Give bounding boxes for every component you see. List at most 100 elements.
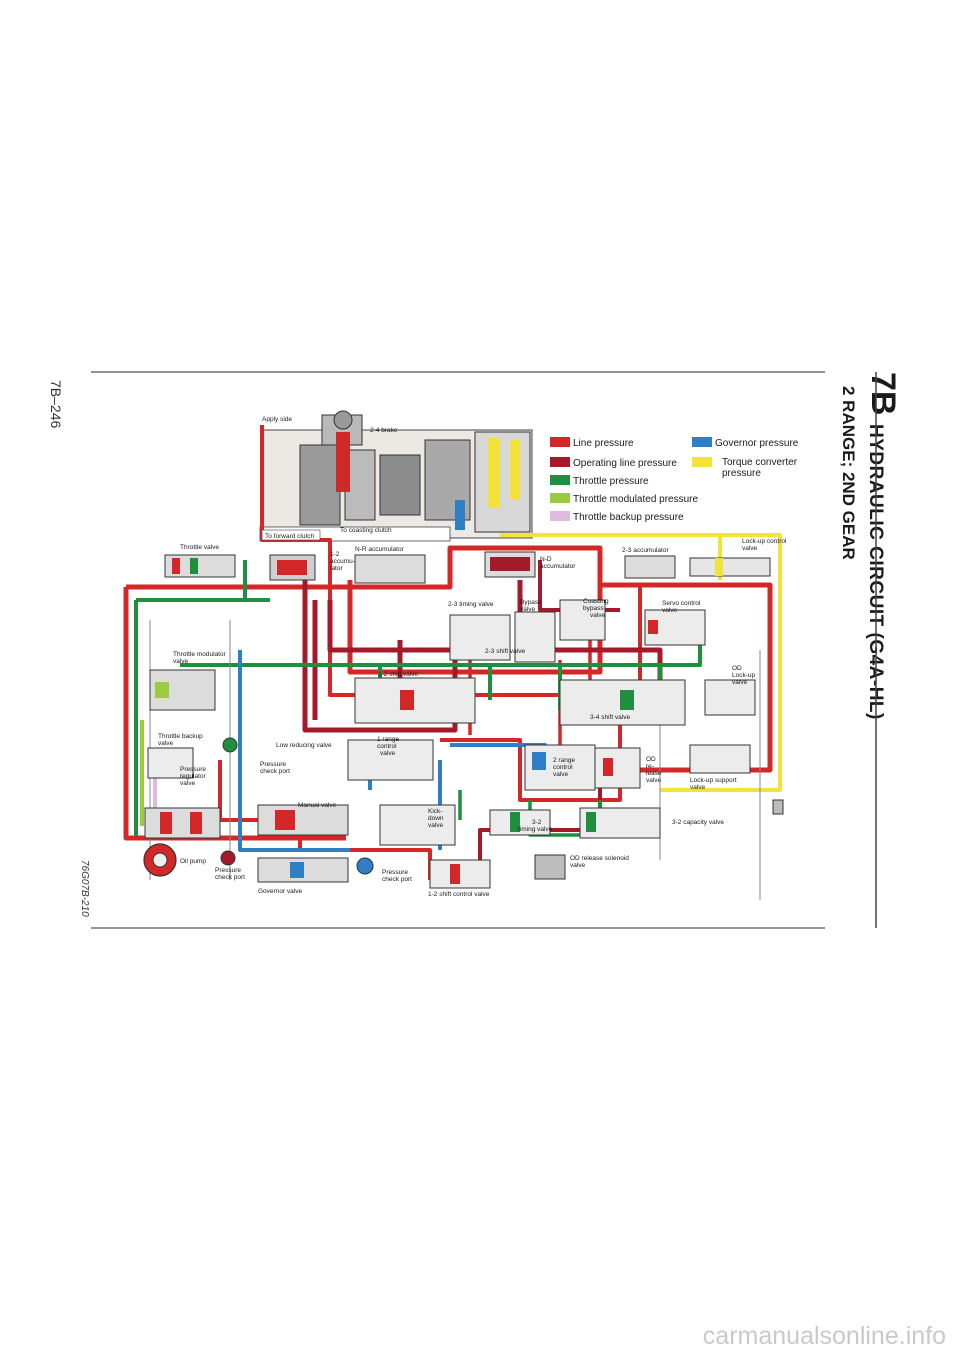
- label-low-reducing: Low reducing valve: [276, 742, 332, 749]
- bypass-body: [514, 611, 556, 663]
- kickdown-body: [379, 804, 456, 846]
- legend-label-backup: Throttle backup pressure: [573, 512, 684, 523]
- timing23-body: [449, 614, 511, 661]
- label-apply-side: Apply side: [262, 416, 292, 423]
- label-manual-valve: Manual valve: [298, 802, 337, 809]
- label-acc12-b: accumu-: [330, 558, 355, 565]
- label-kickdown-c: valve: [428, 822, 444, 829]
- legend-swatch-operating: [550, 457, 570, 467]
- label-od-release-a: OD: [646, 756, 656, 763]
- od-release-body: [594, 747, 641, 789]
- operating-line-pressure: [302, 560, 663, 733]
- label-nd-b: accumulator: [540, 563, 576, 570]
- lockup-control-body: [689, 557, 771, 577]
- label-timing23: 2-3 timing valve: [448, 601, 494, 608]
- lockup-support-body: [689, 744, 751, 774]
- legend-swatch-converter: [692, 457, 712, 467]
- label-nr-acc: N-R accumulator: [355, 546, 405, 553]
- label-capacity32: 3-2 capacity valve: [672, 819, 724, 826]
- label-check-port-b: check port: [260, 768, 290, 775]
- governor-valve-body: [257, 857, 349, 883]
- valves: [143, 551, 784, 889]
- throttle-valve-body: [164, 554, 236, 578]
- timing32-body: [489, 809, 551, 836]
- legend-swatch-governor: [692, 437, 712, 447]
- label-coasting-bypass-b: bypass: [583, 605, 604, 612]
- label-coasting-bypass-a: Coasting: [583, 598, 609, 605]
- label-check-port-a: Pressure: [260, 761, 286, 768]
- label-shift-ctrl12: 1-2 shift control valve: [428, 891, 490, 898]
- label-servo-a: Servo control: [662, 600, 701, 607]
- capacity32-body: [579, 807, 661, 839]
- label-nd-a: N-D: [540, 556, 552, 563]
- check-port-green: [222, 737, 238, 753]
- label-od-release-c: lease: [646, 770, 662, 777]
- label-forward-clutch: To forward clutch: [265, 533, 315, 540]
- shift34-body: [559, 679, 686, 726]
- acc23-body: [624, 555, 676, 579]
- label-od-lockup-b: Lock-up: [732, 672, 756, 679]
- oil-pump-hub: [152, 852, 168, 868]
- label-lockup-ctrl-a: Lock-up control: [742, 538, 787, 545]
- label-modulator-b: valve: [173, 658, 189, 665]
- range2-body: [524, 744, 596, 791]
- label-kickdown-a: Kick-: [428, 808, 442, 815]
- label-shift34: 3-4 shift valve: [590, 714, 630, 721]
- pressure-tap-right: [772, 799, 784, 815]
- legend-label-throttle: Throttle pressure: [573, 476, 649, 487]
- label-kickdown-b: down: [428, 815, 444, 822]
- label-acc12-c: lator: [330, 565, 343, 572]
- legend-label-operating: Operating line pressure: [573, 458, 677, 469]
- legend-swatch-throttle: [550, 475, 570, 485]
- label-timing32-b: timing valve: [518, 826, 553, 833]
- legend-swatch-modulated: [550, 493, 570, 503]
- label-timing32-a: 3-2: [532, 819, 542, 826]
- nd-accumulator-body: [484, 551, 536, 578]
- od-lockup-body: [704, 679, 756, 716]
- label-range1-a: 1 range: [377, 736, 399, 743]
- label-range1-c: valve: [380, 750, 396, 757]
- label-od-release-b: re-: [646, 763, 654, 770]
- acc12-body: [269, 554, 316, 581]
- label-throttle-valve: Throttle valve: [180, 544, 219, 551]
- legend-label-converter-1: Torque converter: [722, 457, 798, 468]
- regulator-body: [144, 807, 221, 839]
- label-range2-a: 2 range: [553, 757, 575, 764]
- servo-control-body: [644, 609, 706, 646]
- legend: Line pressure Operating line pressure Th…: [550, 437, 799, 523]
- label-acc23: 2-3 accumulator: [622, 547, 669, 554]
- label-lockup-support-a: Lock-up support: [690, 777, 737, 784]
- label-check-port3-b: check port: [382, 876, 412, 883]
- legend-label-line: Line pressure: [573, 438, 634, 449]
- label-shift12: 1-2 shift valve: [378, 671, 418, 678]
- label-od-lockup-c: valve: [732, 679, 748, 686]
- legend-label-governor: Governor pressure: [715, 438, 799, 449]
- legend-label-converter-2: pressure: [722, 468, 761, 479]
- label-shift23: 2-3 shift valve: [485, 648, 525, 655]
- coasting-bypass-body: [559, 599, 606, 641]
- label-range1-b: control: [377, 743, 397, 750]
- shift12-body: [354, 677, 476, 724]
- label-check-port2-a: Pressure: [215, 867, 241, 874]
- label-check-port3-a: Pressure: [382, 869, 408, 876]
- label-regulator-a: Pressure: [180, 766, 206, 773]
- range1-body: [347, 739, 434, 781]
- label-governor-valve: Governor valve: [258, 888, 302, 895]
- label-range2-c: valve: [553, 771, 569, 778]
- label-check-port2-b: check port: [215, 874, 245, 881]
- nr-accumulator-body: [354, 554, 426, 584]
- label-oil-pump: Oil pump: [180, 858, 206, 865]
- label-coasting-clutch: To coasting clutch: [340, 527, 392, 534]
- label-regulator-c: valve: [180, 780, 196, 787]
- label-od-release-d: valve: [646, 777, 662, 784]
- label-backup-valve-b: valve: [158, 740, 174, 747]
- label-od-solenoid-a: OD release solenoid: [570, 855, 629, 862]
- label-od-lockup-a: OD: [732, 665, 742, 672]
- legend-label-modulated: Throttle modulated pressure: [573, 494, 699, 505]
- label-od-solenoid-b: valve: [570, 862, 586, 869]
- manual-valve-body: [257, 804, 349, 836]
- label-regulator-b: regulator: [180, 773, 206, 780]
- label-bypass-b: valve: [520, 606, 536, 613]
